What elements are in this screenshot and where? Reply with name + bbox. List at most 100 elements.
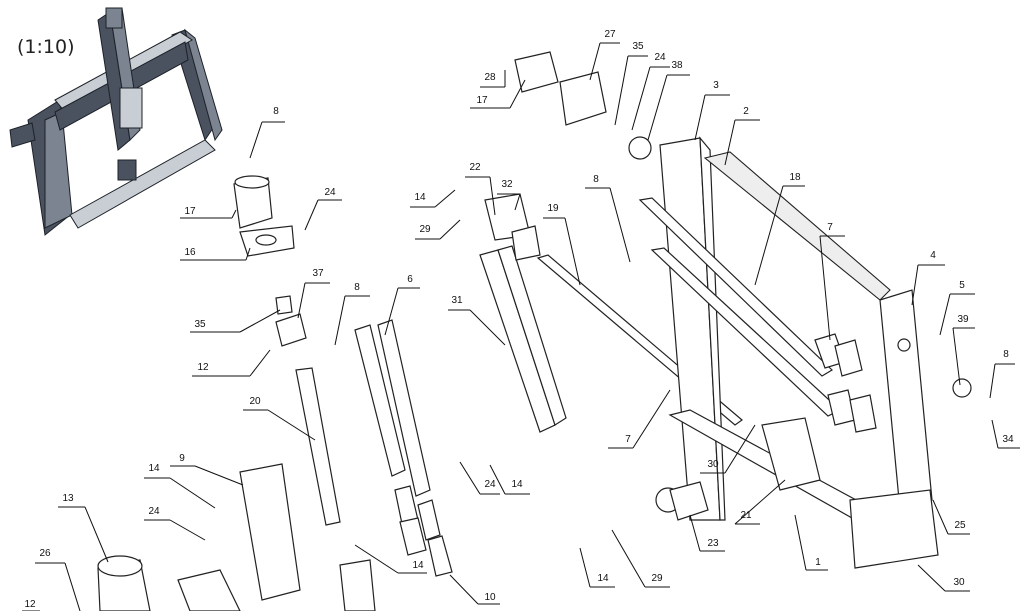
callout-45: 25 (932, 499, 970, 535)
callout-39: 39 (952, 314, 975, 386)
callout-leader-arrow (84, 506, 109, 563)
part-number-label: 5 (959, 280, 965, 291)
callout-leader-arrow (231, 209, 237, 219)
part-number-label: 21 (740, 510, 752, 521)
part-number-label: 39 (957, 314, 969, 325)
callout-47: 23 (689, 514, 725, 552)
callout-24: 32 (497, 179, 521, 211)
callout-10: 9 (170, 453, 244, 486)
callout-31: 38 (647, 60, 690, 141)
callout-leader-arrow (439, 219, 461, 240)
part-number-label: 26 (39, 548, 51, 559)
part-number-label: 24 (484, 479, 496, 490)
part-number-label: 3 (713, 80, 719, 91)
callout-3: 16 (180, 247, 251, 261)
callout-13: 13 (58, 493, 109, 563)
part-number-label: 16 (184, 247, 196, 258)
callout-6: 12 (192, 349, 271, 377)
callout-14: 26 (35, 548, 81, 611)
part-number-label: 6 (407, 274, 413, 285)
callout-18: 24 (459, 461, 500, 495)
callout-49: 14 (579, 547, 615, 588)
callout-leader-arrow (304, 199, 319, 231)
callout-44: 21 (734, 479, 786, 525)
part-number-label: 23 (707, 538, 719, 549)
callout-leader-arrow (169, 477, 216, 509)
part-number-label: 27 (604, 29, 616, 40)
callout-leader-arrow (239, 309, 281, 333)
part-number-label: 18 (789, 172, 801, 183)
part-number-label: 8 (354, 282, 360, 293)
callout-22: 29 (415, 219, 461, 240)
part-number-label: 24 (654, 52, 666, 63)
callout-9: 20 (243, 396, 316, 441)
callout-leader-arrow (609, 187, 631, 263)
callout-0: 8 (249, 106, 285, 159)
callout-leader-arrow (952, 327, 961, 386)
callout-leader-arrow (249, 121, 263, 159)
callout-leader-arrow (917, 564, 946, 592)
callout-leader-arrow (689, 514, 701, 552)
callout-28: 27 (589, 29, 620, 81)
part-number-label: 14 (511, 479, 523, 490)
callout-8: 6 (384, 274, 420, 336)
callout-46: 1 (794, 514, 828, 571)
callout-23: 22 (465, 162, 496, 216)
callout-leader-arrow (354, 544, 399, 574)
part-number-label: 7 (625, 434, 631, 445)
callout-leader-arrow (911, 264, 919, 306)
callout-leader-arrow (724, 119, 736, 166)
callout-36: 7 (819, 222, 845, 341)
callout-26: 28 (480, 70, 506, 88)
callout-leader-arrow (589, 42, 601, 81)
part-number-label: 7 (827, 222, 833, 233)
part-number-label: 30 (953, 577, 965, 588)
callout-leader-arrow (514, 193, 521, 211)
callout-37: 4 (911, 250, 945, 306)
part-number-label: 31 (451, 295, 463, 306)
part-number-label: 10 (484, 592, 496, 603)
callout-41: 34 (991, 419, 1020, 449)
callout-leader-arrow (449, 574, 479, 605)
scale-label: (1:10) (17, 36, 75, 58)
callout-38: 5 (939, 280, 975, 336)
callout-29: 35 (614, 41, 648, 126)
callout-leader-arrow (564, 217, 581, 286)
part-number-label: 19 (547, 203, 559, 214)
callout-leader-arrow (614, 55, 629, 126)
callout-16: 14 (354, 544, 427, 574)
part-number-label: 37 (312, 268, 324, 279)
callout-leader-arrow (64, 562, 81, 611)
callout-leader-arrow (647, 74, 668, 141)
callout-leader-arrow (989, 363, 996, 399)
callout-32: 3 (694, 80, 730, 141)
callout-leader-arrow (245, 247, 251, 261)
callout-30: 24 (631, 52, 670, 131)
callout-leader-arrow (489, 464, 506, 495)
callout-leader-arrow (611, 529, 646, 588)
part-number-label: 20 (249, 396, 261, 407)
callout-leader-arrow (169, 519, 206, 541)
callout-leader-arrow (724, 424, 756, 474)
callout-leader-arrow (267, 409, 316, 441)
part-number-label: 1 (815, 557, 821, 568)
callout-leader-arrow (459, 461, 481, 495)
callout-1: 17 (180, 206, 237, 219)
part-number-label: 14 (414, 192, 426, 203)
callout-7: 8 (334, 282, 370, 346)
z-axis-parts (97, 175, 453, 611)
callout-leader-arrow (509, 79, 526, 109)
callout-34: 18 (754, 172, 805, 286)
callout-leader-arrow (991, 419, 999, 449)
part-number-label: 8 (273, 106, 279, 117)
callout-15: 12 (22, 599, 40, 611)
part-number-label: 12 (197, 362, 209, 373)
callout-5: 35 (190, 309, 281, 333)
callout-27: 17 (470, 79, 526, 109)
callout-2: 24 (304, 187, 342, 231)
callout-40: 8 (989, 349, 1015, 399)
callout-leader-arrow (489, 176, 496, 216)
callout-11: 14 (144, 463, 216, 509)
callout-17: 10 (449, 574, 500, 605)
